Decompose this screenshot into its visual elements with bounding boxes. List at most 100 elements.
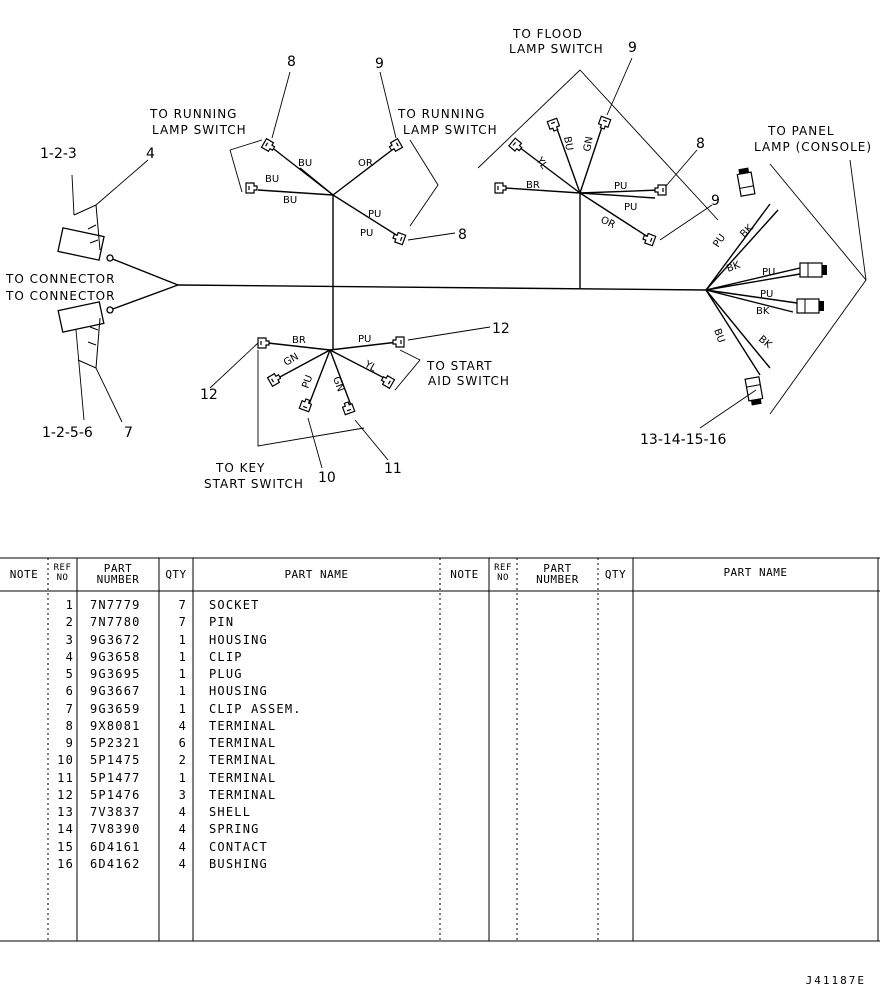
callout-1-2-3: 1-2-3	[40, 146, 77, 162]
ref-no-cell: 10	[57, 753, 74, 768]
qty-cell: 4	[178, 856, 187, 871]
wire-code: PU	[762, 267, 775, 278]
wire-code: BU	[265, 174, 279, 185]
header-qty: QTY	[165, 568, 187, 581]
ref-no-cell: 12	[57, 787, 74, 802]
label-panel-2: LAMP (CONSOLE)	[754, 140, 872, 154]
callout-7: 7	[124, 425, 133, 441]
qty-cell: 4	[178, 822, 187, 837]
header-part-number-right-line2: NUMBER	[536, 573, 579, 586]
header-part-number-right-line1: PART	[543, 562, 572, 575]
label-connector-2: TO CONNECTOR	[5, 289, 115, 303]
label-to-flood-1: TO FLOOD	[512, 27, 583, 41]
header-ref-no-right: REF NO	[489, 563, 517, 583]
qty-cell: 1	[178, 770, 187, 785]
callout-1-2-5-6: 1-2-5-6	[42, 425, 93, 441]
ref-no-cell: 6	[65, 684, 74, 699]
header-part-name: PART NAME	[284, 568, 349, 581]
wire-code: YL	[533, 155, 550, 172]
part-number-cell: 9X8081	[90, 718, 141, 733]
ref-no-cell: 1	[65, 598, 74, 612]
callout-4: 4	[146, 146, 155, 162]
wire-code: PU	[624, 202, 637, 213]
part-number-cell: 7N7779	[90, 598, 141, 612]
ref-no-cell: 8	[65, 718, 74, 733]
part-name-cell: CONTACT	[209, 839, 268, 854]
part-number-cell: 9G3659	[90, 701, 141, 716]
qty-cell: 2	[178, 753, 187, 768]
qty-cell: 1	[178, 632, 187, 647]
part-number-cell: 5P1475	[90, 753, 141, 768]
callout-12-left: 12	[200, 387, 218, 403]
wire-code: OR	[358, 158, 373, 169]
label-start-aid-2: AID SWITCH	[428, 374, 510, 388]
part-name-cell: TERMINAL	[209, 787, 277, 802]
ref-no-cell: 5	[65, 667, 74, 681]
part-number-cell: 9G3667	[90, 684, 141, 699]
label-running-right-2: LAMP SWITCH	[403, 123, 498, 137]
wire-code: BK	[756, 306, 770, 317]
callout-13-14-15-16: 13-14-15-16	[640, 432, 727, 448]
header-ref-no-right-line2: NO	[497, 573, 509, 583]
callout-8-top: 8	[287, 54, 296, 70]
part-name-cell: TERMINAL	[209, 736, 277, 750]
header-part-number-line1: PART	[103, 562, 133, 575]
label-running-right-1: TO RUNNING	[397, 107, 485, 121]
parts-list-table: NOTE REF NO PART NUMBER QTY PART NAME NO…	[0, 557, 880, 942]
wire-code: BR	[526, 180, 540, 191]
ref-no-cell: 16	[57, 856, 74, 871]
ref-no-cell: 4	[65, 649, 74, 664]
ref-no-cell: 14	[57, 822, 74, 837]
part-number-cell: 5P1476	[90, 787, 141, 802]
wire-code: OR	[599, 215, 617, 231]
part-name-cell: CLIP ASSEM.	[209, 701, 302, 716]
part-number-cell: 5P1477	[90, 770, 141, 785]
callout-8-flood: 8	[696, 136, 705, 152]
wire-code: BK	[756, 334, 774, 351]
part-name-cell: SPRING	[209, 822, 260, 837]
wire-code: GN	[582, 136, 595, 153]
part-name-cell: HOUSING	[209, 632, 268, 647]
ref-no-cell: 11	[57, 770, 74, 785]
part-name-cell: PIN	[209, 615, 235, 630]
label-key-start-1: TO KEY	[215, 461, 265, 475]
part-number-cell: 9G3695	[90, 667, 141, 681]
wire-code: PU	[760, 289, 773, 300]
wire-code: PU	[711, 232, 728, 249]
wire-code: BU	[283, 195, 297, 206]
wire-code: GN	[330, 375, 346, 393]
wire-code: PU	[614, 181, 627, 192]
part-name-cell: SOCKET	[209, 598, 260, 612]
wire-code: BU	[298, 158, 312, 169]
part-name-cell: PLUG	[209, 667, 243, 681]
qty-cell: 6	[178, 736, 187, 750]
callout-9-right: 9	[711, 193, 720, 209]
label-running-left-2: LAMP SWITCH	[152, 123, 247, 137]
callout-12-right: 12	[492, 321, 510, 337]
part-name-cell: SHELL	[209, 805, 252, 819]
table-grid	[0, 557, 880, 942]
header-note-right: NOTE	[450, 568, 479, 581]
wire-code: PU	[358, 334, 371, 345]
part-name-cell: HOUSING	[209, 684, 268, 699]
callout-9-top: 9	[375, 56, 384, 72]
wire-code: PU	[300, 374, 315, 390]
qty-cell: 3	[178, 787, 187, 802]
part-name-cell: TERMINAL	[209, 753, 277, 768]
wire-code: BU	[561, 136, 574, 152]
qty-cell: 7	[178, 615, 187, 630]
qty-cell: 1	[178, 684, 187, 699]
part-name-cell: TERMINAL	[209, 770, 277, 785]
ref-no-cell: 9	[65, 736, 74, 750]
drawing-number: J41187E	[805, 974, 866, 987]
label-start-aid-1: TO START	[426, 359, 493, 373]
wiring-harness-diagram: TO FLOOD LAMP SWITCH TO RUNNING LAMP SWI…	[5, 27, 872, 491]
qty-cell: 1	[178, 649, 187, 664]
wire-code: YL	[362, 359, 379, 375]
qty-cell: 4	[178, 805, 187, 819]
label-key-start-2: START SWITCH	[204, 477, 304, 491]
header-ref-no-line2: NO	[56, 573, 69, 583]
wire-code: BK	[725, 260, 742, 275]
ref-no-cell: 7	[65, 701, 74, 716]
ref-no-cell: 15	[57, 839, 74, 854]
